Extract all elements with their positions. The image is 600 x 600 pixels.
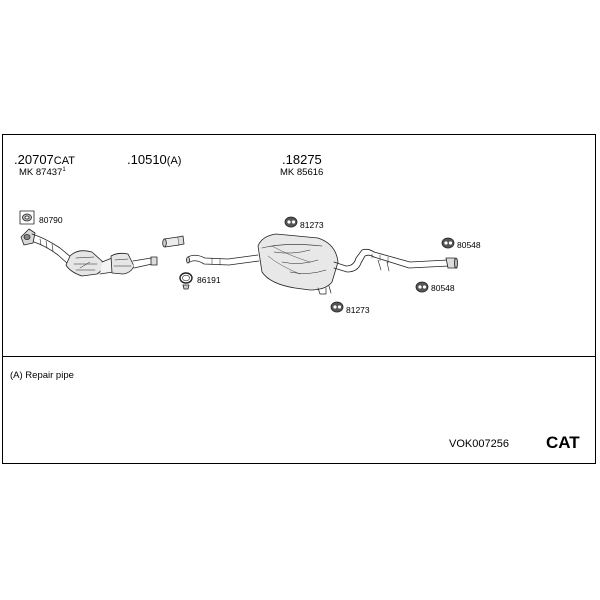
fitting-80548-top-label: 80548	[457, 240, 481, 250]
fitting-80790-label: 80790	[39, 215, 63, 225]
legend-divider	[2, 356, 596, 357]
mk-superscript: 1	[62, 167, 66, 173]
part-10510-label: .10510(A)	[127, 152, 182, 167]
muffler-assembly-18275	[186, 233, 458, 295]
catalytic-converter-20707	[20, 228, 158, 277]
part-10510-number: 10510	[130, 152, 167, 167]
part-20707-suffix: CAT	[53, 155, 75, 167]
legend-note: (A) Repair pipe	[10, 370, 74, 381]
repair-pipe-10510	[162, 235, 185, 248]
diagram-frame	[2, 134, 596, 464]
clamp-86191-icon	[179, 272, 193, 290]
reference-code: VOK007256	[449, 438, 509, 450]
hanger-81273-bottom-icon	[330, 301, 344, 313]
category-label: CAT	[546, 433, 580, 452]
fitting-80548-bottom-label: 80548	[431, 283, 455, 293]
fitting-86191-label: 86191	[197, 275, 221, 285]
part-10510-suffix: (A)	[166, 155, 182, 167]
hanger-80548-bottom-icon	[415, 281, 429, 293]
fitting-81273-top-label: 81273	[300, 220, 324, 230]
part-20707-mk: MK 874371	[19, 167, 66, 178]
hanger-80548-top-icon	[441, 237, 455, 249]
part-20707-number: 20707	[17, 152, 54, 167]
part-18275-label: .18275	[282, 152, 322, 167]
part-20707-label: .20707CAT	[14, 152, 75, 167]
gasket-80790-icon	[19, 210, 35, 225]
hanger-81273-top-icon	[284, 216, 298, 228]
part-18275-number: 18275	[285, 152, 322, 167]
fitting-81273-bottom-label: 81273	[346, 305, 370, 315]
part-18275-mk: MK 85616	[280, 167, 324, 178]
